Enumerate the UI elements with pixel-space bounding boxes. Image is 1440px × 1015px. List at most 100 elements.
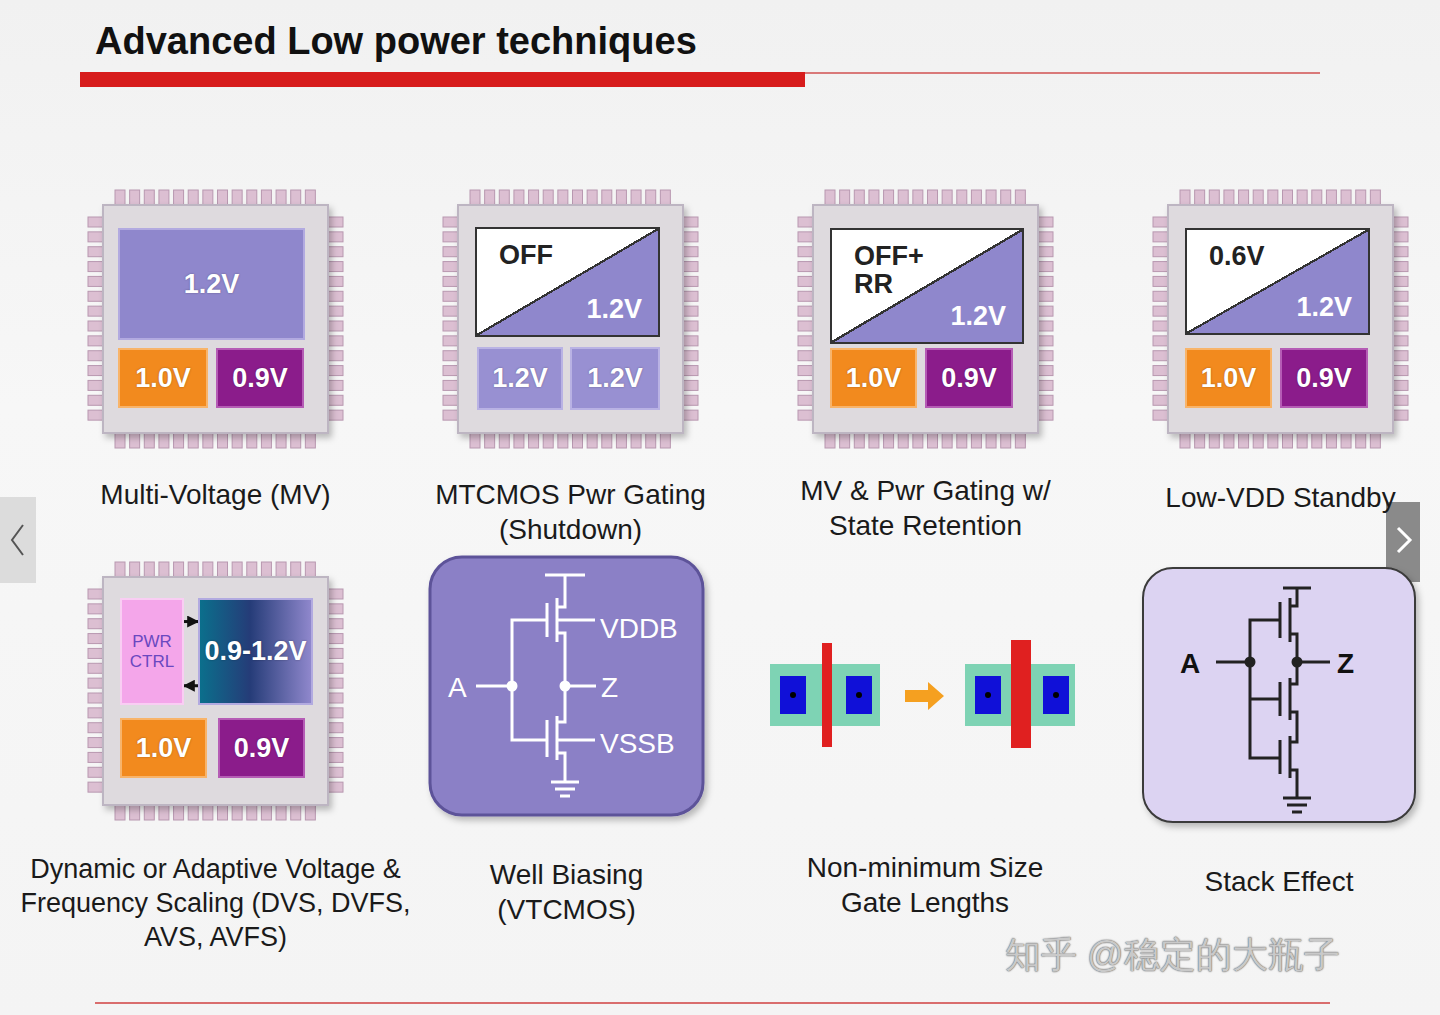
chip-pin (1153, 247, 1168, 257)
chip-pin (443, 276, 458, 286)
chip-package (1153, 190, 1408, 448)
chip-pin (1038, 247, 1053, 257)
panel-box (430, 557, 703, 815)
chip-pin (1393, 395, 1408, 405)
chip-pin (602, 190, 612, 205)
voltage-domain: 1.0V (120, 718, 207, 778)
chip-pin (261, 562, 271, 577)
chip-pin (88, 321, 103, 331)
voltage-label: 0.6V (1209, 242, 1265, 270)
chip-pin (1153, 232, 1168, 242)
chip-pin (683, 380, 698, 390)
chip-pin (130, 190, 140, 205)
chip-pin (188, 805, 198, 820)
chip-body (103, 205, 328, 433)
terminal-label: A (1180, 646, 1200, 681)
chip-pin (798, 351, 813, 361)
chip-pin (174, 562, 184, 577)
chip-pin (328, 336, 343, 346)
chip-body (813, 205, 1038, 433)
chip-pin (1393, 262, 1408, 272)
chip-pin (328, 782, 343, 792)
chip-pin (1326, 190, 1336, 205)
chip-pin (587, 190, 597, 205)
chip-body (458, 205, 683, 433)
voltage-label: 0.9V (941, 363, 997, 394)
chip-pin (683, 321, 698, 331)
block-label: PWR CTRL (122, 632, 182, 671)
panel-caption: Low-VDD Standby (1146, 480, 1416, 515)
chip-pin (1356, 433, 1366, 448)
chip-pin (328, 351, 343, 361)
chip-pin (328, 380, 343, 390)
chip-pin (884, 190, 894, 205)
voltage-label: 1.0V (135, 363, 191, 394)
chip-pin (798, 306, 813, 316)
chip-pin (1153, 366, 1168, 376)
panel-caption: Well Biasing (VTCMOS) (437, 857, 697, 927)
chip-pin (218, 562, 228, 577)
chip-pin (443, 366, 458, 376)
chip-package (443, 190, 698, 448)
chip-pin (328, 678, 343, 688)
chip-pin (144, 562, 154, 577)
chip-pin (1209, 190, 1219, 205)
chip-pin (328, 217, 343, 227)
chip-pin (1283, 433, 1293, 448)
chip-pin (543, 190, 553, 205)
chip-package (88, 190, 343, 448)
schematic-panel: Stack Effect (1143, 568, 1415, 822)
chip-pin (188, 190, 198, 205)
switchable-domain: 0.6V1.2V (1185, 228, 1370, 335)
chip-pin (543, 433, 553, 448)
chip-pin (913, 433, 923, 448)
chip-pin (1038, 291, 1053, 301)
chip-pin (328, 634, 343, 644)
chip-pin (1001, 190, 1011, 205)
chip-pin (328, 693, 343, 703)
chip-pin (88, 247, 103, 257)
chip-pin (485, 433, 495, 448)
chip-pin (529, 190, 539, 205)
voltage-label: OFF+ RR (854, 242, 946, 299)
footer-rule (95, 1002, 1330, 1004)
chip-pin (443, 380, 458, 390)
chip-pin (798, 291, 813, 301)
chip-pin (88, 752, 103, 762)
schematic-panel: Well Biasing (VTCMOS) (430, 557, 703, 815)
chip-pin (115, 805, 125, 820)
chip-pin (305, 562, 315, 577)
chip-pin (798, 380, 813, 390)
chip-pin (683, 410, 698, 420)
chip-pin (1239, 190, 1249, 205)
chip-pin (276, 433, 286, 448)
chip-pin (218, 433, 228, 448)
control-arrow (184, 684, 198, 687)
terminal-label: VDDB (600, 611, 678, 646)
voltage-domain: 1.0V (118, 348, 208, 408)
chip-pin (683, 276, 698, 286)
chip-pin (115, 562, 125, 577)
chip-pin (88, 262, 103, 272)
chip-pin (443, 395, 458, 405)
chip-pin (683, 247, 698, 257)
chip-pin (558, 433, 568, 448)
control-arrow (184, 620, 198, 623)
chip-pin (1326, 433, 1336, 448)
chip-pin (1180, 190, 1190, 205)
chip-pin (1153, 276, 1168, 286)
panel-caption: Stack Effect (1149, 864, 1409, 899)
chip-pin (1195, 190, 1205, 205)
chip-pin (443, 321, 458, 331)
chip-pin (514, 433, 524, 448)
chip-pin (1356, 190, 1366, 205)
chip-pin (928, 433, 938, 448)
chip-pin (1038, 410, 1053, 420)
chip-pin (1153, 336, 1168, 346)
chip-pin (261, 805, 271, 820)
chip-panel: 0.6V1.2V1.0V0.9VLow-VDD Standby (1168, 205, 1393, 433)
chip-pin (305, 190, 315, 205)
chip-pin (88, 380, 103, 390)
chip-pin (261, 433, 271, 448)
chip-pin (203, 562, 213, 577)
